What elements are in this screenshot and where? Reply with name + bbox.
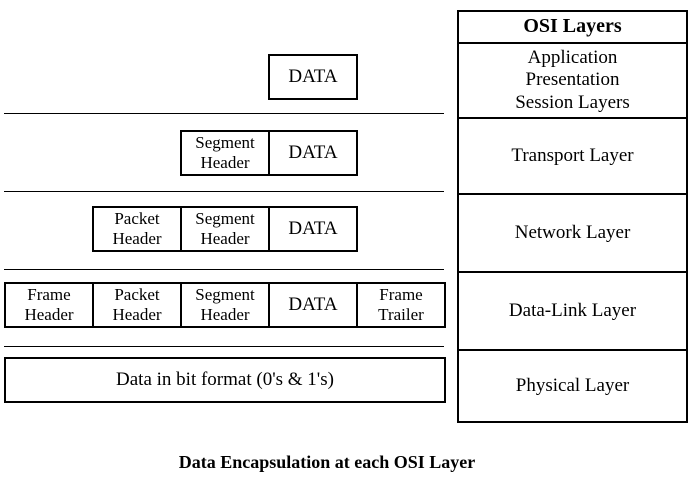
separator-4 — [4, 346, 444, 347]
separator-3 — [4, 269, 444, 270]
osi-physical-layer: Physical Layer — [515, 374, 630, 396]
separator-2 — [4, 191, 444, 192]
osi-transport-layer: Transport Layer — [459, 119, 686, 195]
app-data-label: DATA — [288, 66, 338, 88]
app-data-block: DATA — [268, 54, 358, 100]
datalink-data-block: DATA — [268, 282, 358, 328]
diagram-caption: Data Encapsulation at each OSI Layer — [178, 452, 476, 472]
osi-layers-title: OSI Layers — [459, 12, 686, 44]
physical-bits-block: Data in bit format (0's & 1's) — [4, 357, 446, 403]
network-data-block: DATA — [268, 206, 358, 252]
osi-datalink-layer: Data-Link Layer — [459, 273, 686, 351]
separator-1 — [4, 113, 444, 114]
osi-network-layer: Network Layer — [459, 195, 686, 273]
transport-data-block: DATA — [268, 130, 358, 176]
